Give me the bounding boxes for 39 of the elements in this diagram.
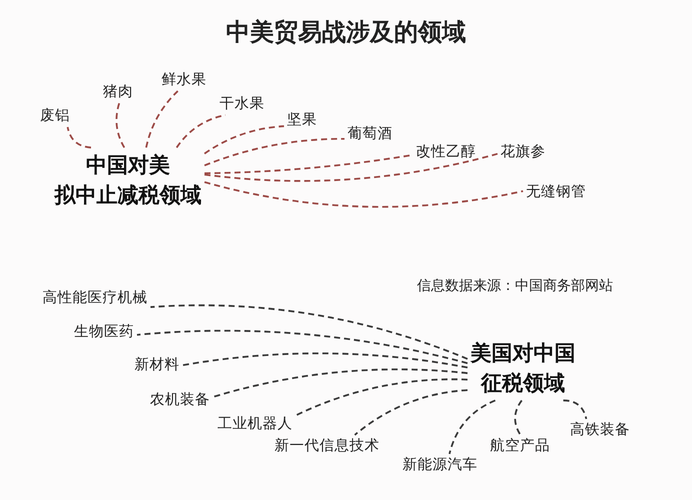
dashed-connector [514, 400, 522, 436]
item-label: 农机装备 [150, 390, 210, 410]
dashed-connector [66, 126, 92, 148]
dashed-connector [136, 330, 468, 364]
item-label: 葡萄酒 [348, 124, 392, 144]
dashed-connector [204, 125, 284, 154]
item-label: 新一代信息技术 [274, 436, 380, 456]
title: 中美贸易战涉及的领域 [225, 17, 467, 48]
dashed-connector [150, 304, 468, 360]
item-label: 猪肉 [103, 82, 133, 102]
item-label: 工业机器人 [218, 414, 292, 434]
item-label: 高铁装备 [570, 420, 630, 440]
dashed-connector [204, 181, 524, 208]
category-heading: 中国对美拟中止减税领域 [54, 150, 202, 210]
dashed-connector [563, 400, 588, 420]
dashed-connector [354, 389, 468, 436]
item-label: 废铝 [40, 106, 70, 126]
item-label: 新能源汽车 [402, 456, 478, 474]
item-label: 干水果 [220, 94, 264, 114]
item-label: 新材料 [134, 356, 180, 374]
dashed-connector [295, 378, 468, 416]
dashed-connector [116, 102, 126, 148]
dashed-connector [145, 90, 178, 148]
item-label: 改性乙醇 [416, 142, 476, 162]
item-label: 鲜水果 [162, 70, 206, 90]
dashed-connector [204, 138, 344, 166]
item-label: 无缝钢管 [526, 182, 586, 202]
item-label: 高性能医疗机械 [42, 288, 148, 308]
source-note: 信息数据来源：中国商务部网站 [417, 277, 613, 295]
item-label: 坚果 [287, 110, 317, 130]
item-label: 花旗参 [500, 142, 546, 162]
dashed-connector [204, 152, 498, 182]
dashed-connector [212, 368, 468, 398]
dashed-connector [176, 114, 226, 148]
dashed-connector [182, 352, 468, 368]
item-label: 生物医药 [74, 322, 134, 342]
item-label: 航空产品 [490, 436, 550, 456]
dashed-connector [448, 400, 496, 454]
category-heading: 美国对中国征税领域 [470, 338, 576, 398]
